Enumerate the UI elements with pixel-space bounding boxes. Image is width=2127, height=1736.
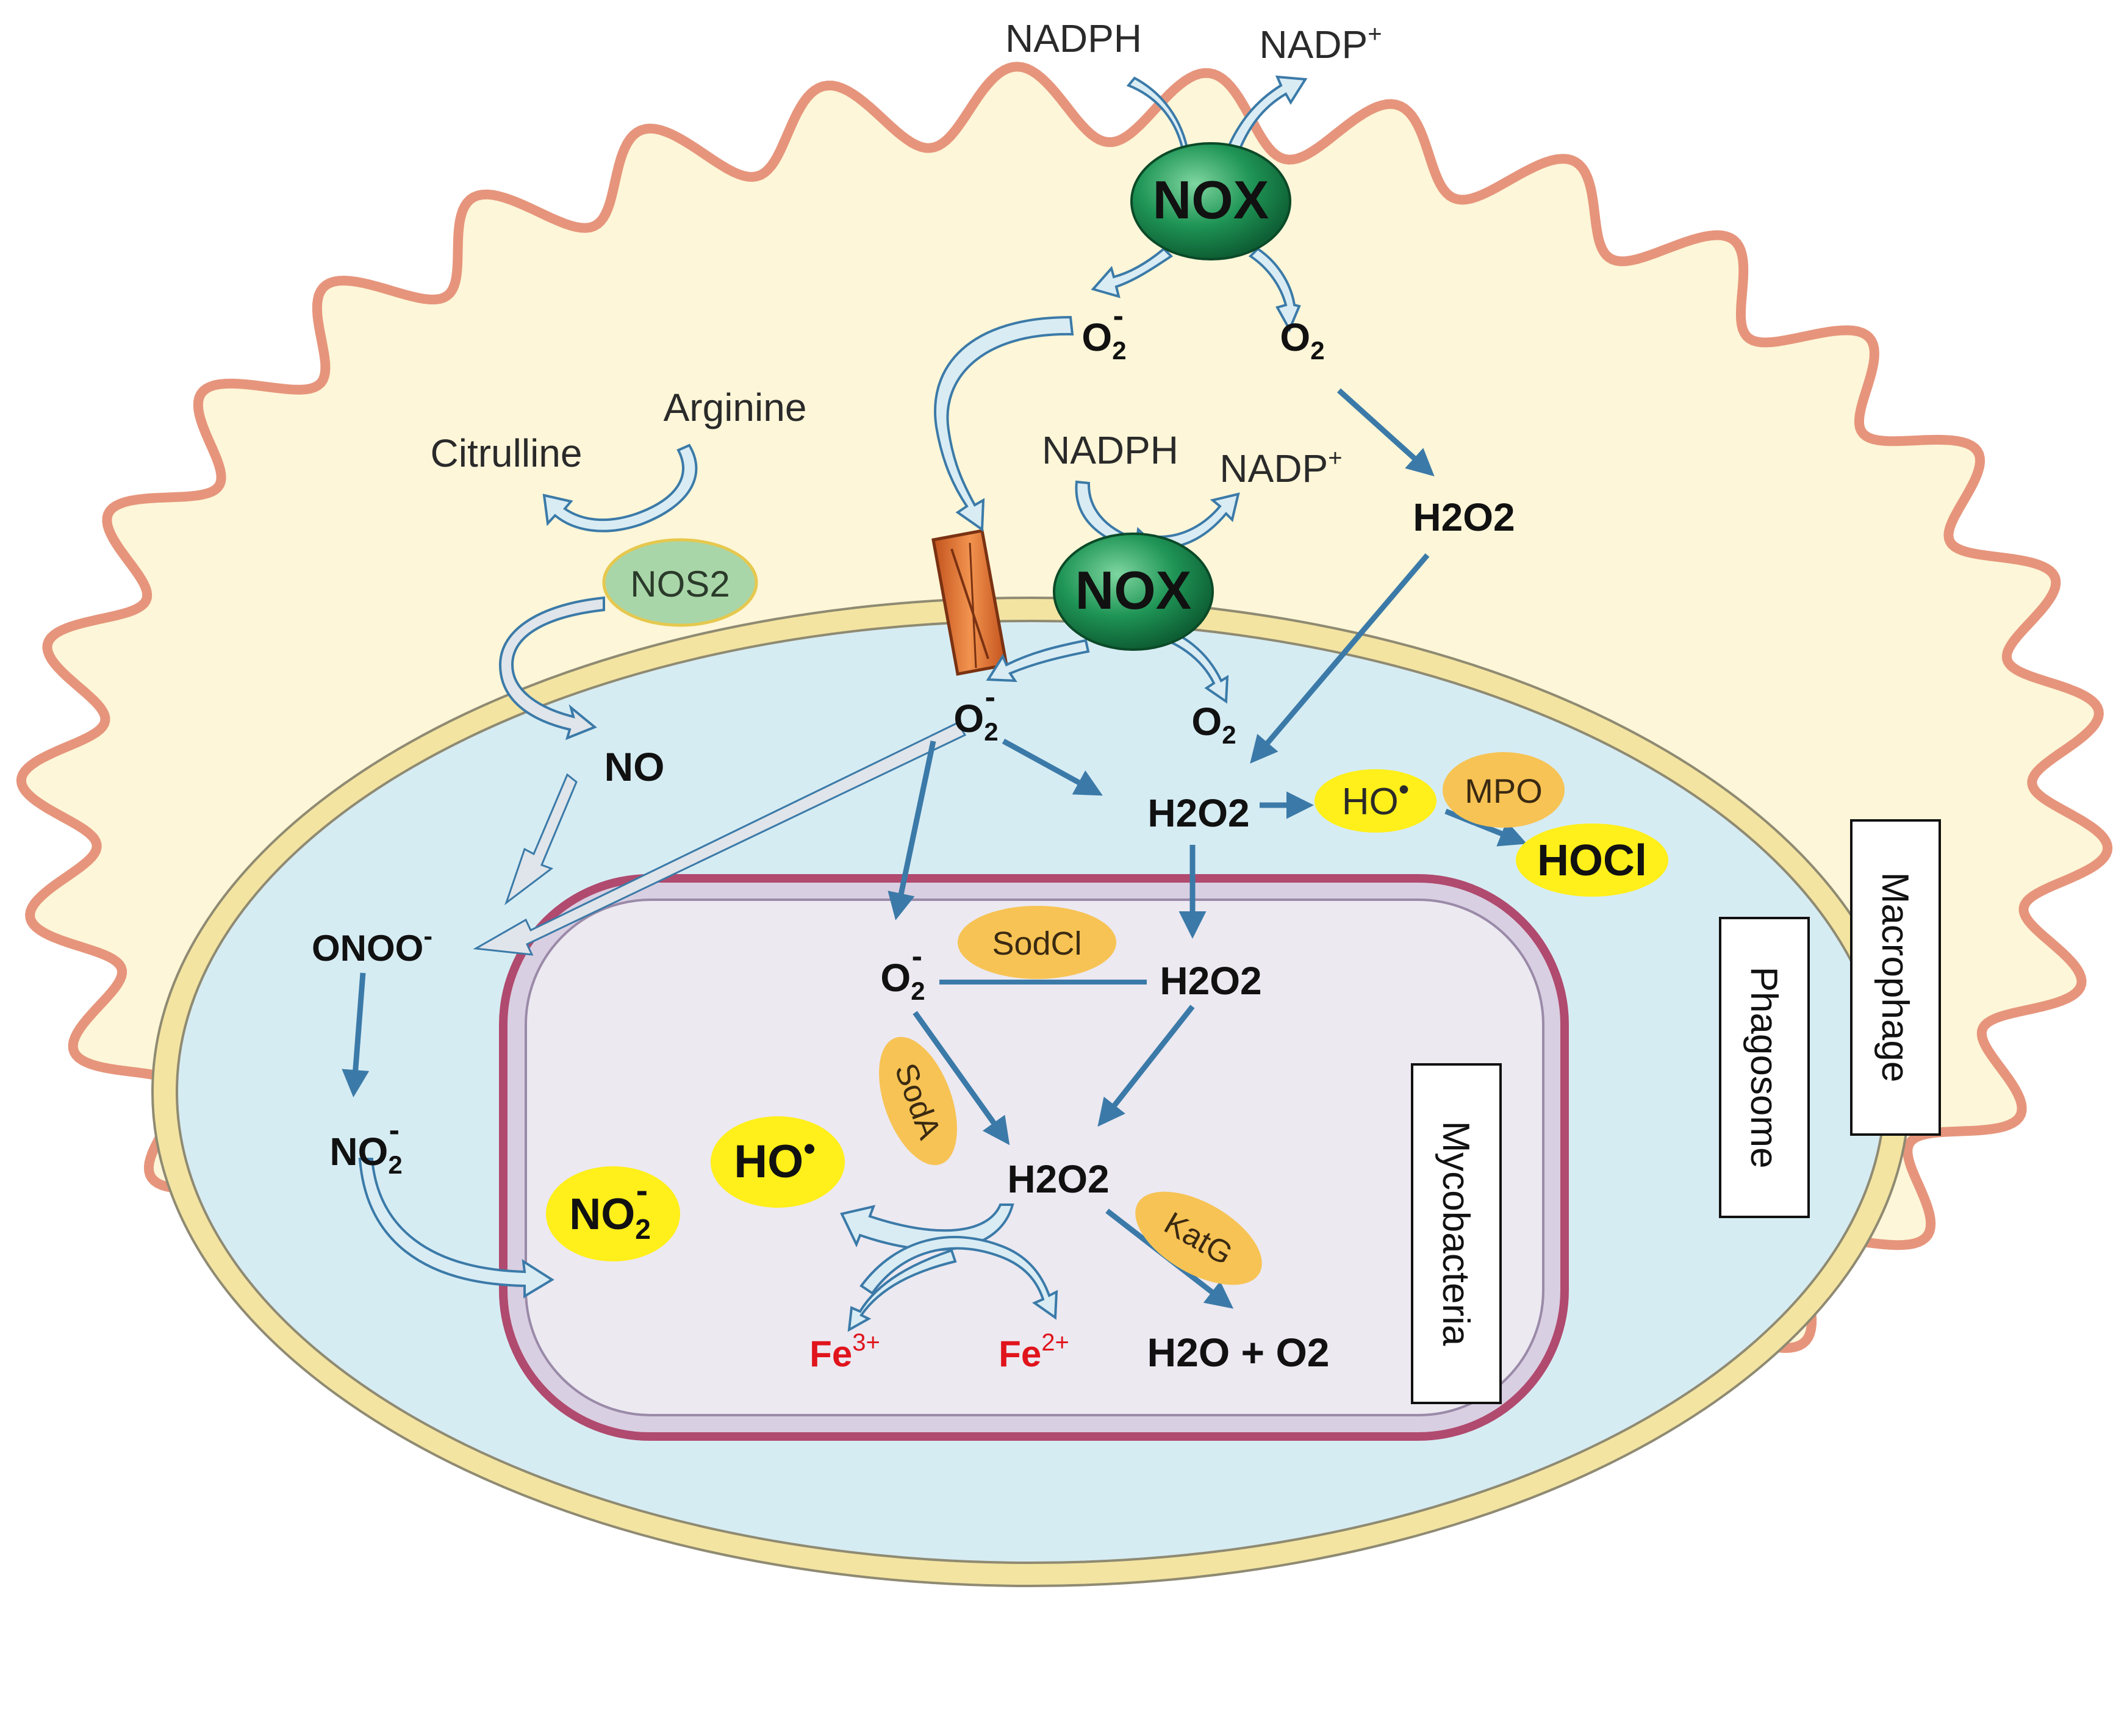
ho-radical-myco-label: HO• [734,1129,816,1188]
h2o2-outer-label: H2O2 [1413,495,1515,539]
hocl-label: HOCl [1537,836,1647,885]
mycobacteria-cytoplasm [525,898,1544,1416]
soda-enzyme [879,1036,957,1166]
nos2-enzyme [602,538,758,627]
nox-inner-complex [1053,533,1214,651]
ho-radical-phagosome-label: HO• [1342,772,1410,823]
phagosome-label: Phagosome [1743,967,1785,1169]
no-to-onoo-arrow [504,773,578,906]
fe2-label: Fe2+ [999,1329,1069,1374]
arginine-label: Arginine [664,386,807,429]
superoxide-top-label: O2- [1081,298,1126,365]
phagosome-label-box: Phagosome [1719,917,1810,1218]
oxygen-top-label: O2 [1280,315,1324,365]
sodcl-label: SodCl [992,925,1081,962]
reaction-arrows [342,388,1527,1309]
nos2-label: NOS2 [630,564,730,604]
nitrite-uptake-arrow [358,1158,554,1299]
oxygen-inner-label: O2 [1191,700,1236,749]
nox-top-complex [1130,142,1291,260]
fenton-cycle-arrows [840,1203,1058,1332]
ho-radical-myco-highlight [711,1116,845,1208]
superoxide-to-channel-arrow [934,315,1074,532]
nos2-to-no-arrow [498,596,605,741]
nadph-inner-label: NADPH [1042,428,1178,472]
no2-myco-label: NO2- [569,1171,651,1245]
mycobacteria-label: Mycobacteria [1435,1121,1477,1346]
h2o2-myco-upper-label: H2O2 [1160,959,1261,1003]
nadp-top-label: NADP+ [1259,21,1382,66]
nadph-top-label: NADPH [1005,16,1142,60]
hocl-highlight [1516,823,1668,897]
onoo-label: ONOO- [312,921,432,969]
no2-myco-highlight [546,1166,680,1261]
superoxide-inner-label: O2- [953,680,998,746]
nox-inner-label: NOX [1075,560,1192,620]
mpo-enzyme [1443,752,1565,828]
fe3-label: Fe3+ [809,1329,880,1374]
no2-phagosome-label: NO2- [329,1113,402,1179]
sodcl-enzyme [958,906,1116,979]
nox-top-label: NOX [1153,170,1269,230]
superoxide-myco-label: O2- [880,939,925,1005]
mycobacteria-label-box: Mycobacteria [1411,1063,1502,1404]
no-label: NO [604,744,665,789]
mpo-label: MPO [1465,772,1543,810]
macrophage-label: Macrophage [1874,872,1916,1083]
h2o2-myco-lower-label: H2O2 [1007,1157,1109,1201]
citrulline-label: Citrulline [431,431,583,475]
nadp-inner-label: NADP+ [1219,445,1342,490]
arginine-to-nos2-arrow [542,443,698,533]
h2o2-phagosome-label: H2O2 [1147,791,1249,835]
macrophage-label-box: Macrophage [1850,819,1941,1136]
water-oxygen-label: H2O + O2 [1147,1330,1330,1375]
superoxide-to-onoo-arrow [473,722,967,956]
ho-radical-phagosome-highlight [1315,769,1437,833]
katg-enzyme [1135,1191,1262,1285]
